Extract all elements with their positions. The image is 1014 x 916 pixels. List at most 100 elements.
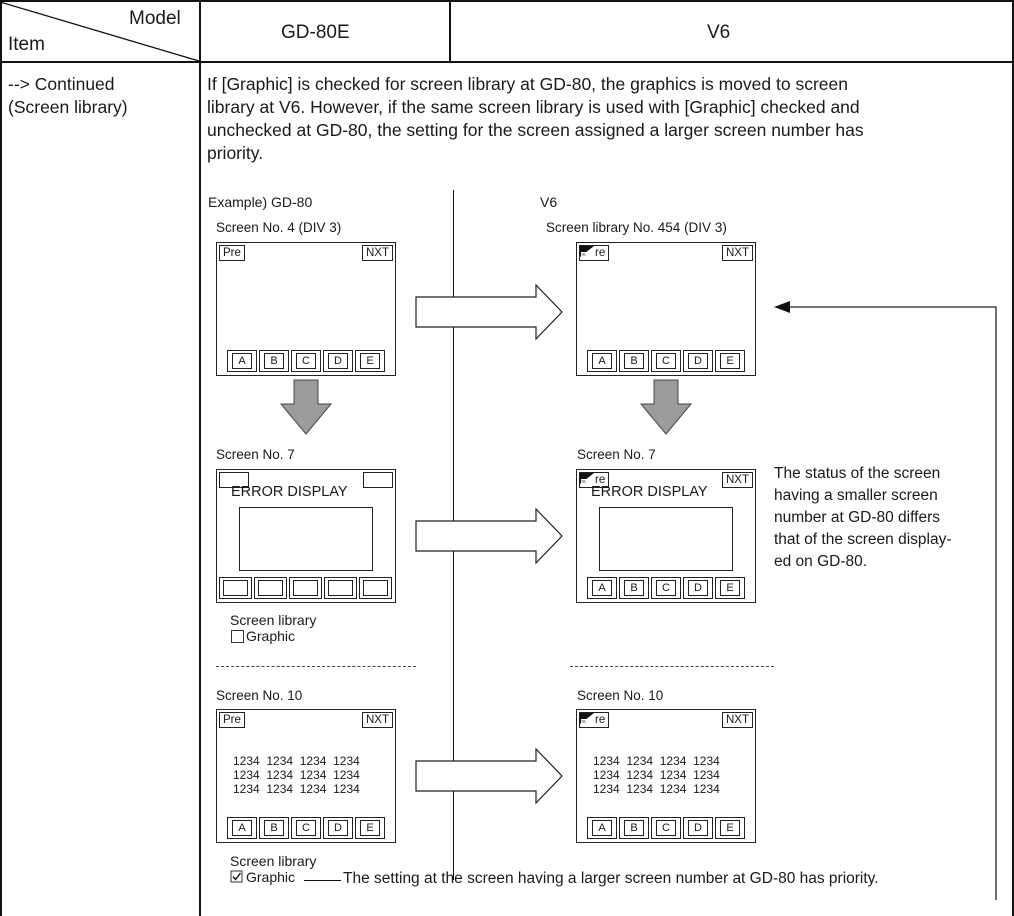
- nxt-label: NXT: [362, 245, 393, 261]
- screen-library-icon-tag: SL: [582, 252, 588, 257]
- key-row: A B C D E: [587, 577, 745, 599]
- right-screen-library-454: re SL NXT A B C D E: [576, 242, 756, 376]
- right-screen1-caption: Screen library No. 454 (DIV 3): [546, 220, 727, 235]
- header-divider: [0, 61, 1014, 63]
- key-blank: [254, 577, 287, 599]
- key-row-blank: [219, 577, 392, 599]
- blank-switch: [219, 472, 249, 488]
- down-arrow-left: [279, 379, 333, 435]
- error-display-title: ERROR DISPLAY: [591, 484, 708, 500]
- key-e: E: [355, 817, 385, 839]
- table-border-top: [0, 0, 1014, 2]
- description-line: library at V6. However, if the same scre…: [207, 97, 860, 117]
- graphic-checkbox-unchecked: [231, 630, 244, 643]
- key-b: B: [619, 350, 649, 372]
- header-v6: V6: [707, 22, 731, 43]
- status-note-line: ed on GD-80.: [774, 553, 868, 570]
- pre-label: Pre: [219, 245, 245, 261]
- key-row: A B C D E: [587, 350, 745, 372]
- status-note-line: The status of the screen: [774, 465, 941, 482]
- key-d: D: [323, 817, 353, 839]
- graphic-checkbox-checked: [230, 870, 243, 883]
- left-screen-no10: Pre NXT 1234 1234 1234 1234 1234 1234 12…: [216, 709, 396, 843]
- left-screen-no7: ERROR DISPLAY: [216, 469, 396, 603]
- key-c: C: [651, 350, 681, 372]
- key-c: C: [291, 350, 321, 372]
- key-b: B: [259, 350, 289, 372]
- status-note-line: having a smaller screen: [774, 487, 938, 504]
- key-row: A B C D E: [227, 350, 385, 372]
- item-screen-library: (Screen library): [8, 97, 128, 117]
- error-display-title: ERROR DISPLAY: [231, 484, 348, 500]
- header-diagonal-line: [0, 1, 200, 62]
- key-blank: [324, 577, 357, 599]
- re-label-text: re: [595, 247, 606, 259]
- key-d: D: [323, 350, 353, 372]
- key-d: D: [683, 350, 713, 372]
- description-line: priority.: [207, 143, 264, 163]
- screen-library-icon-tag: SL: [582, 719, 588, 724]
- numeric-display-block: 1234 1234 1234 1234 1234 1234 1234 1234 …: [593, 754, 720, 796]
- right-screen-no7: re SL NXT ERROR DISPLAY A B C D E: [576, 469, 756, 603]
- key-a: A: [227, 350, 257, 372]
- header-model-label: Model: [129, 8, 181, 29]
- key-a: A: [587, 350, 617, 372]
- key-a: A: [587, 577, 617, 599]
- key-row: A B C D E: [587, 817, 745, 839]
- key-c: C: [651, 577, 681, 599]
- left-screen2-caption: Screen No. 7: [216, 447, 295, 462]
- key-blank: [289, 577, 322, 599]
- down-arrow-right: [639, 379, 693, 435]
- key-c: C: [291, 817, 321, 839]
- transfer-arrow-right: [415, 507, 563, 565]
- screen-library-label-1: Screen library: [230, 612, 317, 628]
- key-d: D: [683, 577, 713, 599]
- right-screen-no10: re SL NXT 1234 1234 1234 1234 1234 1234 …: [576, 709, 756, 843]
- table-border-right: [1012, 0, 1014, 916]
- key-row: A B C D E: [227, 817, 385, 839]
- graphic-label-unchecked: Graphic: [246, 628, 296, 644]
- re-label-text: re: [595, 714, 606, 726]
- left-screen1-caption: Screen No. 4 (DIV 3): [216, 220, 342, 235]
- status-note-line: that of the screen display-: [774, 531, 952, 548]
- table-border-left: [0, 0, 2, 916]
- key-blank: [219, 577, 252, 599]
- screen-library-icon: SL: [580, 246, 594, 257]
- column-divider-header: [449, 0, 451, 62]
- key-e: E: [715, 350, 745, 372]
- error-message-box: [599, 507, 733, 571]
- nxt-label: NXT: [722, 245, 753, 261]
- blank-switch: [363, 472, 393, 488]
- key-e: E: [715, 577, 745, 599]
- screen-library-icon: SL: [580, 713, 594, 724]
- left-screen-no4: Pre NXT A B C D E: [216, 242, 396, 376]
- header-item-label: Item: [8, 34, 45, 55]
- right-heading: V6: [540, 194, 558, 210]
- key-d: D: [683, 817, 713, 839]
- nxt-label: NXT: [722, 712, 753, 728]
- key-b: B: [619, 577, 649, 599]
- left-screen3-caption: Screen No. 10: [216, 688, 303, 703]
- right-screen3-caption: Screen No. 10: [577, 688, 664, 703]
- status-note-line: number at GD-80 differs: [774, 509, 940, 526]
- key-b: B: [619, 817, 649, 839]
- key-blank: [359, 577, 392, 599]
- nxt-label: NXT: [722, 472, 753, 488]
- screen-library-icon: SL: [580, 473, 594, 484]
- dashed-separator-right: [570, 666, 774, 667]
- header-gd80e: GD-80E: [281, 22, 350, 43]
- dashed-separator-left: [216, 666, 416, 667]
- transfer-arrow-right: [415, 747, 563, 805]
- item-continued: --> Continued: [8, 74, 115, 94]
- key-a: A: [227, 817, 257, 839]
- leader-line: [304, 880, 341, 882]
- numeric-display-block: 1234 1234 1234 1234 1234 1234 1234 1234 …: [233, 754, 360, 796]
- priority-note: The setting at the screen having a large…: [343, 870, 879, 887]
- key-b: B: [259, 817, 289, 839]
- description-line: unchecked at GD-80, the setting for the …: [207, 120, 864, 140]
- key-e: E: [355, 350, 385, 372]
- transfer-arrow-right: [415, 283, 563, 341]
- feedback-arrow-icon: [774, 301, 997, 900]
- error-message-box: [239, 507, 373, 571]
- key-c: C: [651, 817, 681, 839]
